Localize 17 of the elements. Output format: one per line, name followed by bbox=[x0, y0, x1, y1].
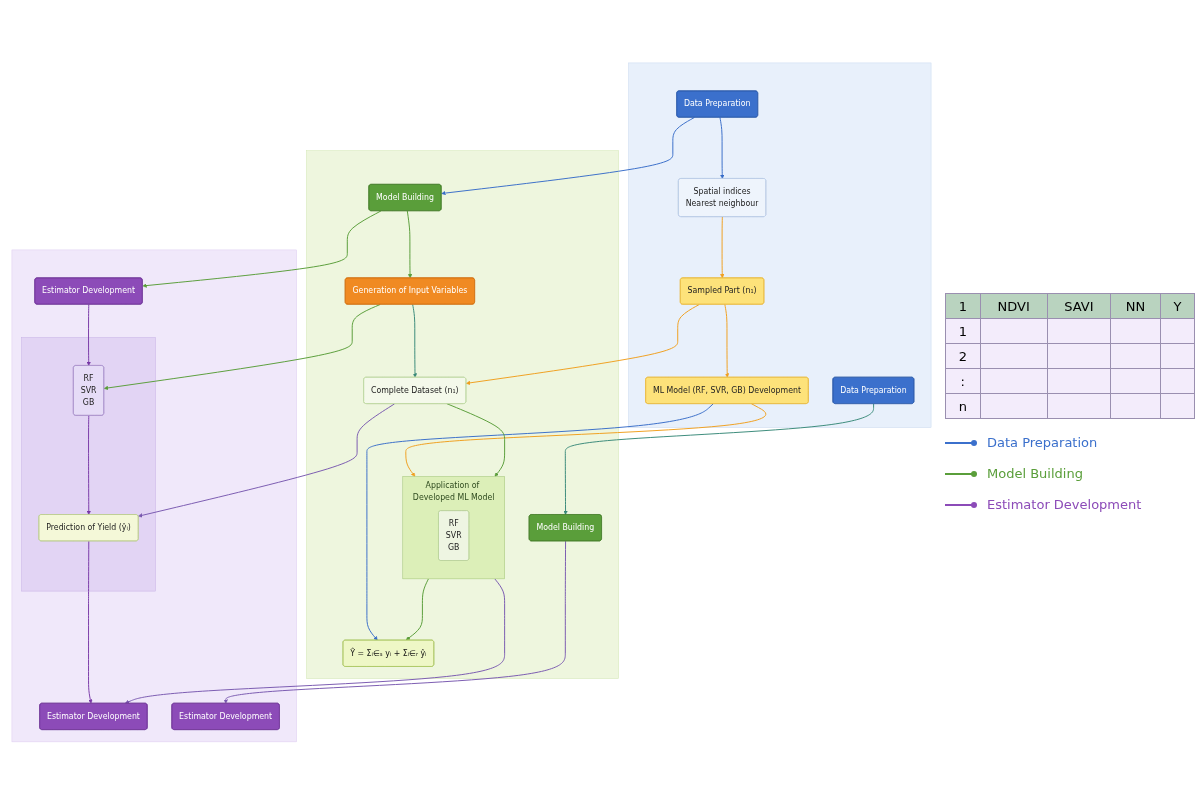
cluster bbox=[306, 150, 619, 680]
legend-text: Model Building bbox=[987, 466, 1083, 481]
table-cell: 2 bbox=[945, 343, 981, 369]
legend-text: Estimator Development bbox=[987, 497, 1142, 512]
table-cell: n bbox=[945, 393, 981, 419]
legend-text: Data Preparation bbox=[987, 435, 1098, 450]
cluster bbox=[628, 62, 932, 428]
table-cell: 1 bbox=[945, 293, 981, 319]
table-cell: 1 bbox=[945, 318, 981, 344]
table-cell: : bbox=[945, 368, 981, 394]
cluster bbox=[402, 476, 505, 580]
cluster bbox=[11, 249, 297, 743]
table-cell: SAVI bbox=[1047, 293, 1111, 319]
table-cell: Y bbox=[1160, 293, 1195, 319]
cluster bbox=[21, 337, 156, 592]
table-cell: NDVI bbox=[980, 293, 1048, 319]
table-cell: NN bbox=[1110, 293, 1161, 319]
